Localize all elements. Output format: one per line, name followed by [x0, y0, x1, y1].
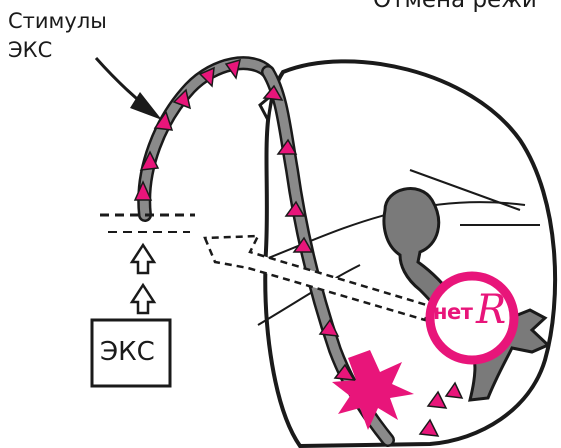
no-r-letter: R: [476, 287, 506, 333]
conduction-path-left: [144, 63, 268, 215]
up-arrow-icon-2: [132, 285, 154, 313]
up-arrow-icon: [132, 245, 154, 273]
no-r-word: нет: [433, 300, 472, 324]
top-right-label: Отмена режи: [373, 0, 537, 13]
pacemaker-box-label: ЭКС: [100, 337, 155, 367]
stimuli-label-device: ЭКС: [8, 38, 52, 62]
stimuli-label: Стимулы: [8, 9, 107, 33]
